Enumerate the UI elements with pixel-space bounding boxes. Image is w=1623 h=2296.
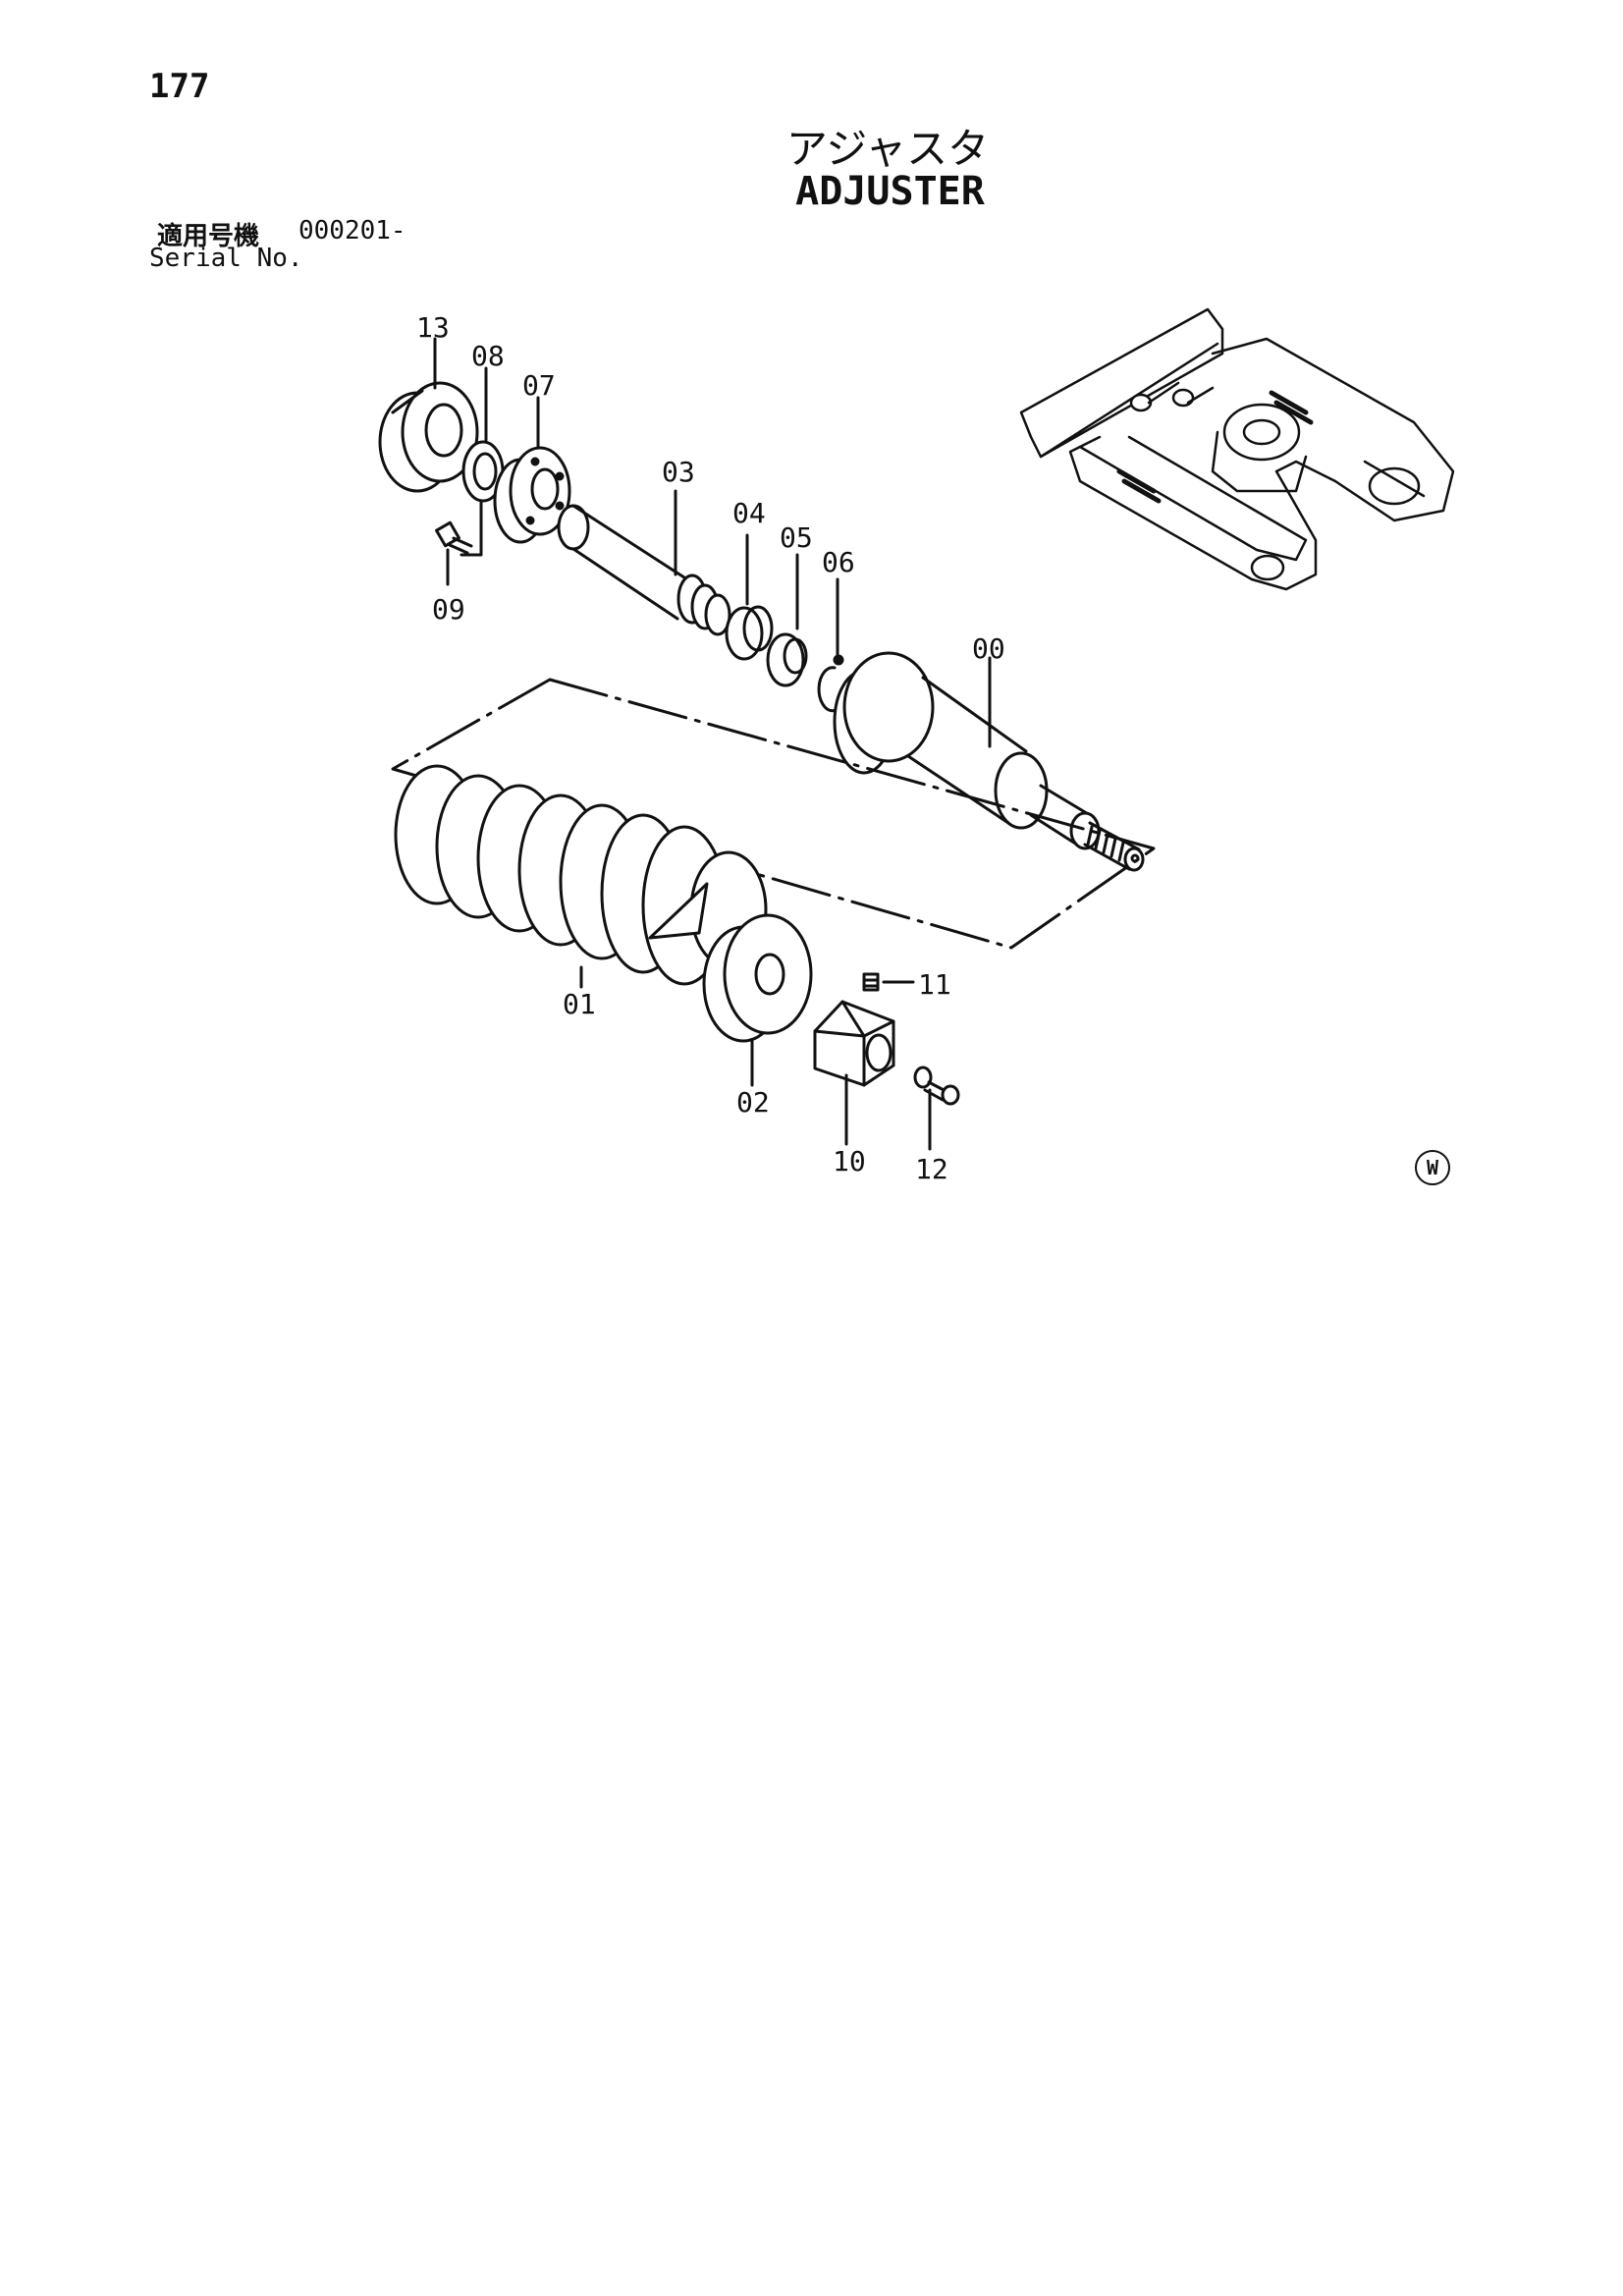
callout-08: 08	[471, 340, 505, 372]
part-01-spring-illustration	[394, 764, 768, 986]
page-title-english: ADJUSTER	[795, 169, 985, 214]
part-00-cylinder-illustration	[833, 651, 1145, 872]
serial-label-japanese: 適用号機	[157, 222, 260, 251]
part-12-fitting-illustration	[913, 1066, 960, 1106]
serial-number-value: 000201-	[298, 216, 406, 246]
assembly-outline	[391, 678, 1156, 950]
serial-label-english: Serial No.	[149, 244, 303, 273]
part-02-seat-illustration	[702, 913, 813, 1043]
callout-06: 06	[822, 546, 855, 578]
callout-07: 07	[522, 369, 556, 402]
callout-13: 13	[416, 311, 450, 344]
part-07-flange-illustration	[493, 446, 571, 544]
callout-03: 03	[662, 456, 695, 488]
callout-11: 11	[918, 968, 951, 1001]
circled-w-mark: W	[1415, 1150, 1450, 1185]
callout-10: 10	[833, 1145, 866, 1177]
callout-01: 01	[563, 988, 596, 1020]
machine-undercarriage-illustration	[1019, 307, 1455, 591]
callout-02: 02	[736, 1086, 770, 1119]
part-05-ring-illustration	[766, 632, 808, 687]
leader-line-09-b	[460, 499, 483, 557]
part-11-plug-illustration	[862, 972, 880, 992]
callout-00: 00	[972, 632, 1005, 665]
page-number: 177	[149, 67, 210, 106]
part-09-bolt-illustration	[435, 520, 473, 555]
callout-09: 09	[432, 593, 465, 626]
page-title-japanese: アジャスタ	[785, 125, 990, 173]
callout-05: 05	[780, 521, 813, 554]
callout-12: 12	[915, 1153, 948, 1185]
callout-04: 04	[732, 497, 766, 529]
part-10-block-illustration	[813, 1000, 895, 1087]
part-03-piston-illustration	[557, 504, 731, 636]
part-13-cap-illustration	[378, 381, 479, 493]
part-04-ring-illustration	[725, 605, 774, 661]
